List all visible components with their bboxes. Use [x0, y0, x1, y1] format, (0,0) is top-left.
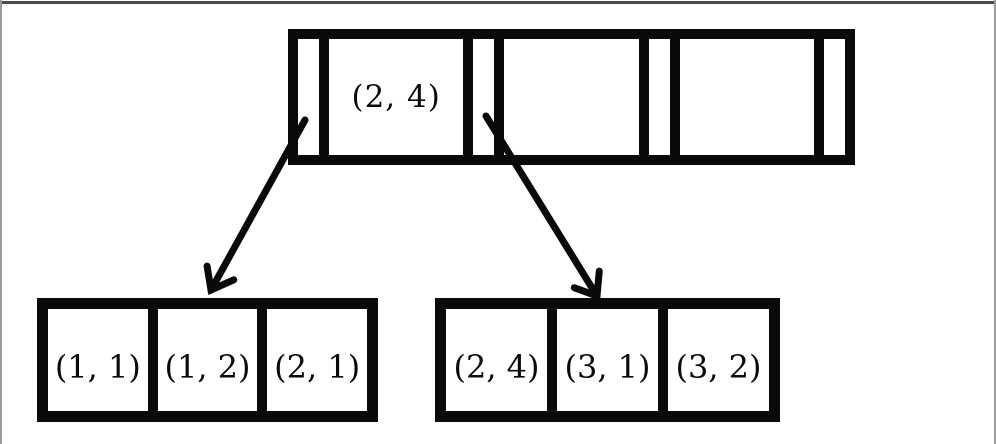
pointer-slot-4: [823, 39, 845, 155]
leaf-node-left: (1, 1) (1, 2) (2, 1): [37, 298, 378, 422]
leaf-cell: (1, 2): [157, 309, 258, 411]
root-node: (2, 4): [288, 29, 855, 165]
leaf-cell: (1, 1): [48, 309, 148, 411]
root-key-cell-1: (2, 4): [329, 39, 464, 155]
leaf-cell: (3, 2): [668, 309, 769, 411]
leaf-cell: (2, 4): [446, 309, 547, 411]
frame-right-edge: [994, 0, 996, 444]
frame-top-edge: [0, 1, 996, 4]
frame-left-edge: [0, 0, 2, 444]
pointer-slot-2: [473, 39, 495, 155]
leaf-cell: (2, 1): [267, 309, 368, 411]
leaf-cell: (3, 1): [557, 309, 658, 411]
leaf-node-right: (2, 4) (3, 1) (3, 2): [435, 298, 780, 422]
pointer-slot-1: [298, 39, 319, 155]
root-key-cell-2: [504, 39, 639, 155]
root-key-cell-3: [679, 39, 814, 155]
pointer-slot-3: [648, 39, 670, 155]
